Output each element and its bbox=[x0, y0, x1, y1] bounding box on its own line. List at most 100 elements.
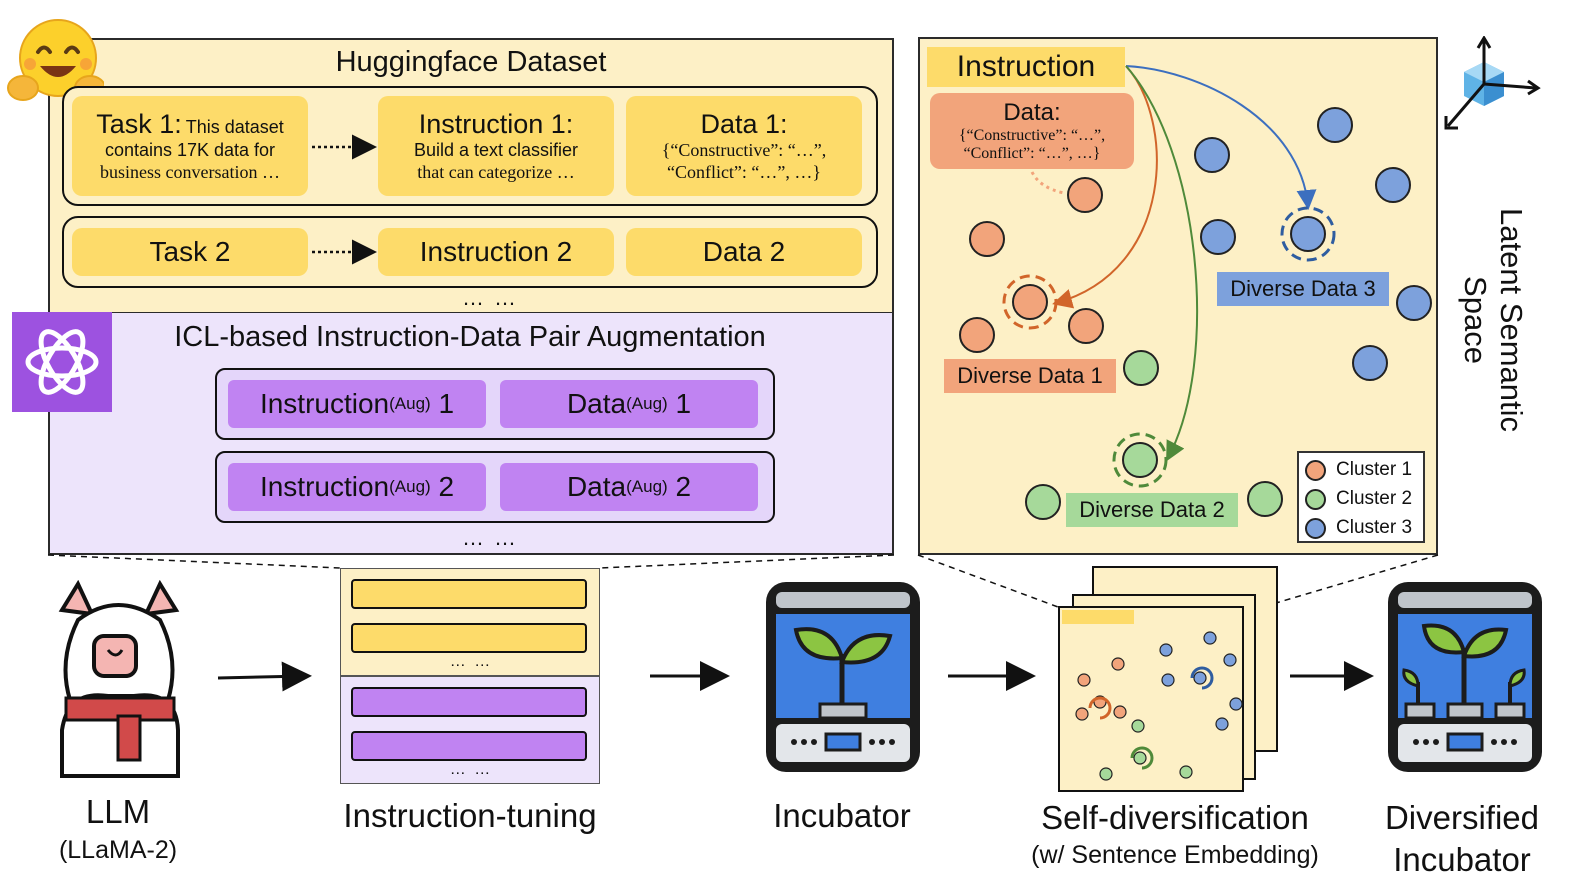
instruction2-cell: Instruction 2 bbox=[378, 228, 614, 276]
latent-data-line1: {“Constructive”: “…”, bbox=[958, 127, 1106, 144]
instruction-aug-1-sup: (Aug) bbox=[389, 394, 431, 413]
diversified-incubator-icon bbox=[1388, 582, 1542, 772]
cluster3-point bbox=[1375, 167, 1411, 203]
tuning-aug-block: … … bbox=[340, 676, 600, 784]
latent-instruction-box: Instruction bbox=[927, 47, 1125, 87]
cluster3-point bbox=[1352, 345, 1388, 381]
zoom-line-left-b bbox=[599, 554, 895, 569]
selfdiv-mini-instruction bbox=[1062, 610, 1134, 624]
icl-ellipsis: … … bbox=[461, 525, 519, 550]
legend-swatch bbox=[1305, 517, 1326, 539]
cluster3-point bbox=[1200, 219, 1236, 255]
cluster3-point bbox=[1396, 285, 1432, 321]
diversified-label-line1: Diversified bbox=[1384, 799, 1540, 836]
cluster1-point bbox=[1068, 308, 1104, 344]
data2-cell: Data 2 bbox=[626, 228, 862, 276]
arrow-llm-tuning bbox=[217, 661, 312, 692]
tuning-ellipsis-bottom: … … bbox=[449, 761, 493, 778]
instruction-aug-2-text: Instruction bbox=[259, 471, 390, 502]
tuning-aug-row bbox=[351, 687, 587, 717]
instruction-aug-1-num: 1 bbox=[430, 388, 455, 419]
latent-data-box: Data: {“Constructive”: “…”, “Conflict”: … bbox=[930, 93, 1134, 169]
data-aug-1-text: Data bbox=[566, 388, 627, 419]
icl-title: ICL-based Instruction-Data Pair Augmenta… bbox=[174, 320, 766, 353]
data-aug-2-text: Data bbox=[566, 471, 627, 502]
legend-swatch bbox=[1305, 488, 1326, 510]
arrow-to-diverse2 bbox=[1125, 65, 1199, 462]
diverse1-highlight bbox=[1002, 274, 1058, 330]
cluster3-point bbox=[1290, 216, 1326, 252]
instruction-aug-2-num: 2 bbox=[430, 471, 455, 502]
cluster2-point bbox=[1247, 481, 1283, 517]
cluster2-point bbox=[1123, 350, 1159, 386]
task2-cell: Task 2 bbox=[72, 228, 308, 276]
openai-logo-icon bbox=[12, 312, 112, 412]
cluster2-point bbox=[1025, 484, 1061, 520]
data-aug-2-sup: (Aug) bbox=[626, 477, 668, 496]
instruction-aug-1: Instruction(Aug) 1 bbox=[228, 380, 486, 428]
diverse-data-3-label: Diverse Data 3 bbox=[1217, 272, 1389, 306]
cluster1-point bbox=[969, 221, 1005, 257]
legend-item-cluster3: Cluster 3 bbox=[1305, 517, 1412, 539]
cluster1-point bbox=[959, 317, 995, 353]
data-aug-1: Data(Aug) 1 bbox=[500, 380, 758, 428]
task1-line2: contains 17K data for bbox=[104, 140, 276, 160]
selfdiv-label: Self-diversification bbox=[1041, 799, 1309, 836]
llm-sublabel: (LLaMA-2) bbox=[58, 835, 178, 864]
instruction1-line2: Build a text classifier bbox=[413, 140, 579, 160]
legend-label: Cluster 1 bbox=[1336, 459, 1413, 480]
arrow-to-diverse1 bbox=[1052, 65, 1158, 309]
huggingface-title: Huggingface Dataset bbox=[335, 45, 607, 78]
diversified-label-line2: Incubator bbox=[1393, 841, 1531, 878]
hf-ellipsis: … … bbox=[461, 285, 519, 310]
cluster1-point bbox=[1012, 284, 1048, 320]
instruction1-head: Instruction 1: bbox=[418, 109, 574, 139]
data-aug-2: Data(Aug) 2 bbox=[500, 463, 758, 511]
selfdiv-mini-scatter bbox=[1075, 631, 1243, 781]
instruction1-cell: Instruction 1: Build a text classifier t… bbox=[378, 96, 614, 196]
incubator-icon bbox=[766, 582, 920, 772]
cluster1-point bbox=[1067, 177, 1103, 213]
data1-head: Data 1: bbox=[700, 109, 788, 139]
data1-cell: Data 1: {“Constructive”: “…”, “Conflict”… bbox=[626, 96, 862, 196]
cluster-legend: Cluster 1 Cluster 2 Cluster 3 bbox=[1297, 451, 1425, 543]
data-aug-2-num: 2 bbox=[667, 471, 692, 502]
data-aug-1-num: 1 bbox=[667, 388, 692, 419]
selfdiv-sublabel: (w/ Sentence Embedding) bbox=[1031, 840, 1319, 869]
tuning-aug-row bbox=[351, 731, 587, 761]
legend-swatch bbox=[1305, 459, 1326, 481]
task1-head: Task 1: bbox=[96, 109, 182, 139]
task1-inline: This dataset bbox=[185, 117, 284, 137]
3d-axes-icon bbox=[1444, 36, 1541, 130]
tuning-hf-block: … … bbox=[340, 568, 600, 676]
zoom-line-right-a bbox=[917, 554, 1059, 608]
llama-icon bbox=[58, 580, 180, 778]
tuning-label: Instruction-tuning bbox=[343, 797, 597, 834]
diverse-data-2-label: Diverse Data 2 bbox=[1066, 493, 1238, 527]
arrow-to-diverse3 bbox=[1125, 65, 1317, 210]
instruction1-line3: that can categorize … bbox=[417, 162, 575, 182]
cluster3-point bbox=[1317, 107, 1353, 143]
incubator-label: Incubator bbox=[773, 797, 911, 834]
instruction-aug-1-text: Instruction bbox=[259, 388, 390, 419]
latent-data-head: Data: bbox=[1003, 99, 1061, 126]
data1-line2: {“Constructive”: “…”, bbox=[661, 140, 827, 160]
legend-label: Cluster 3 bbox=[1336, 517, 1413, 538]
data-aug-1-sup: (Aug) bbox=[626, 394, 668, 413]
cluster2-point bbox=[1122, 442, 1158, 478]
task1-cell: Task 1: This dataset contains 17K data f… bbox=[72, 96, 308, 196]
diverse3-highlight bbox=[1280, 206, 1336, 262]
legend-label: Cluster 2 bbox=[1336, 488, 1413, 509]
task1-line3: business conversation … bbox=[100, 162, 280, 182]
selfdiv-page-front bbox=[1058, 606, 1244, 792]
data-to-point-link bbox=[1030, 171, 1065, 195]
instruction-aug-2: Instruction(Aug) 2 bbox=[228, 463, 486, 511]
latent-data-line2: “Conflict”: “…”, …} bbox=[963, 145, 1101, 162]
data1-line3: “Conflict”: “…”, …} bbox=[666, 162, 822, 182]
tuning-ellipsis-top: … … bbox=[449, 653, 493, 670]
tuning-hf-row bbox=[351, 623, 587, 653]
instruction-aug-2-sup: (Aug) bbox=[389, 477, 431, 496]
diverse-data-1-label: Diverse Data 1 bbox=[944, 359, 1116, 393]
